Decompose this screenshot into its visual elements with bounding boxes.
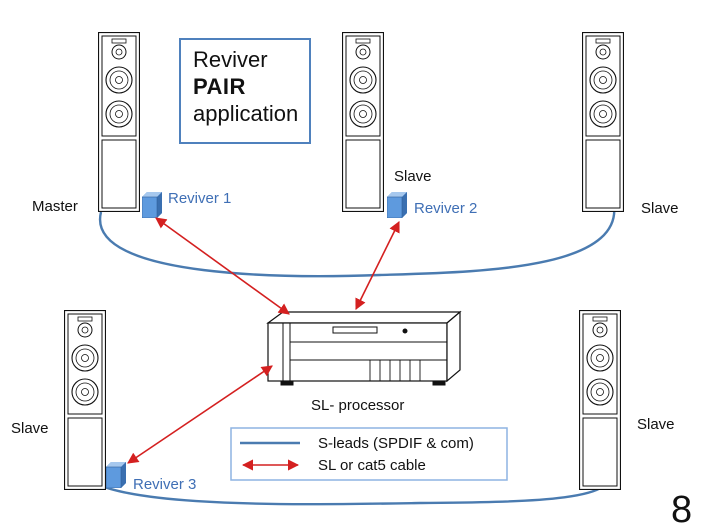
sl-processor-device [266,310,462,386]
reviver-2-device [387,192,407,218]
title-line-1: Reviver [193,47,268,72]
speaker-master [98,32,140,212]
legend-s-lead-label: S-leads (SPDIF & com) [318,435,474,452]
master-label: Master [32,198,78,215]
reviver-1-device [142,192,162,218]
speaker-slave-bottom-right [579,310,621,490]
reviver-1-label: Reviver 1 [168,190,231,207]
s-lead-bottom [78,462,610,506]
reviver-3-device [106,462,126,488]
slave-top-middle-label: Slave [394,168,432,185]
title-box: Reviver PAIR application [179,38,311,144]
sl-cable-reviver-1 [155,217,290,315]
speaker-slave-top-middle [342,32,384,212]
sl-cable-reviver-3 [127,365,273,464]
sl-cable-reviver-2 [355,220,400,311]
slave-bottom-left-label: Slave [11,420,49,437]
slave-bottom-right-label: Slave [637,416,675,433]
speaker-slave-top-right [582,32,624,212]
title-line-2: PAIR [193,74,246,99]
legend-sl-cable-label: SL or cat5 cable [318,457,426,474]
speaker-slave-bottom-left [64,310,106,490]
sl-processor-label: SL- processor [311,397,404,414]
legend: S-leads (SPDIF & com) SL or cat5 cable [230,427,508,481]
slave-top-right-label: Slave [641,200,679,217]
reviver-3-label: Reviver 3 [133,476,196,493]
title-line-3: application [193,101,299,126]
page-number: 8 [671,489,692,531]
reviver-2-label: Reviver 2 [414,200,477,217]
